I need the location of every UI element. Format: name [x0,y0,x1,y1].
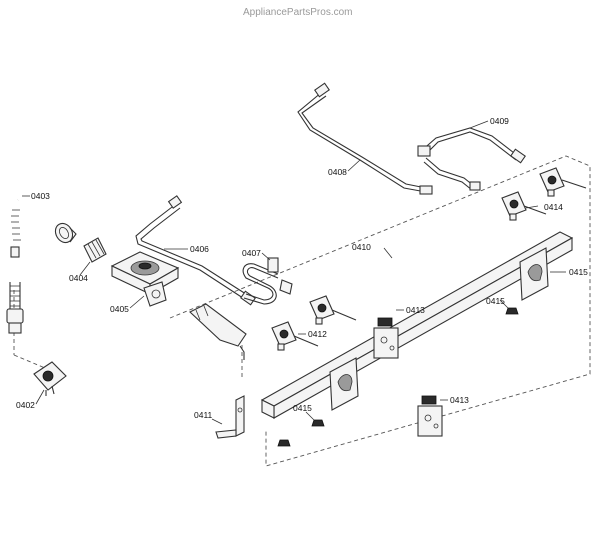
leader-0415-left [305,411,315,421]
leader-0410 [383,247,393,259]
label-0404: 0404 [69,273,88,283]
watermark-text: AppliancePartsPros.com [243,7,353,18]
part-0412-valve-upper[interactable] [309,295,357,325]
label-0413-lower: 0413 [450,395,469,405]
part-0409-gas-pipe[interactable] [417,127,526,191]
leader-0402 [35,389,45,405]
leader-0407 [261,252,271,261]
part-0411-burner-tube[interactable] [189,303,247,360]
part-0408-gas-pipe[interactable] [297,82,433,195]
hose-end-nut [8,322,22,334]
label-0403: 0403 [31,191,50,201]
part-0415-screw-right[interactable] [505,307,519,315]
part-0412-valve-lower[interactable] [271,321,319,351]
part-0415-screw-left-b[interactable] [277,439,291,447]
hose-nut-top [10,246,20,258]
left-dashed-guide-2 [13,354,46,369]
label-0415-left: 0415 [293,403,312,413]
part-0414-valve-upper[interactable] [539,167,587,197]
label-0410: 0410 [352,242,371,252]
part-0413-switch-lower[interactable] [417,395,443,437]
label-0405: 0405 [110,304,129,314]
part-0414-valve-lower[interactable] [501,191,547,221]
label-0409: 0409 [490,116,509,126]
assembly-boundary-outline [169,155,591,467]
part-0407-loop-pipe[interactable] [242,257,293,305]
leader-0405 [129,295,145,309]
label-0412: 0412 [308,329,327,339]
part-0405-pressure-regulator[interactable] [110,251,180,307]
label-0408: 0408 [328,167,347,177]
part-0415-screw-left-a[interactable] [311,419,325,427]
part-0402-hose-bracket[interactable] [33,361,67,396]
label-0415-middle: 0415 [486,296,505,306]
leader-0414 [525,205,539,209]
part-0403-fitting[interactable] [52,220,77,245]
part-0410-manifold-bar[interactable] [260,231,574,419]
label-0413-upper: 0413 [406,305,425,315]
part-0403-flex-hose[interactable] [6,196,57,334]
part-0413-switch-upper[interactable] [373,317,399,359]
leader-0409 [469,120,489,129]
hose-end-fitting [6,308,24,324]
label-0415-right: 0415 [569,267,588,277]
label-0407: 0407 [242,248,261,258]
leader-0408 [347,159,361,172]
part-0404-nipple-fitting[interactable] [83,237,107,263]
part-0411-bracket[interactable] [215,395,245,439]
label-0411: 0411 [194,410,213,420]
label-0402: 0402 [16,400,35,410]
leader-0404 [79,261,91,276]
label-0406: 0406 [190,244,209,254]
label-0414: 0414 [544,202,563,212]
leader-0411 [211,418,223,425]
part-0406-gas-pipe[interactable] [135,195,256,306]
leader-0415-middle [499,299,509,309]
